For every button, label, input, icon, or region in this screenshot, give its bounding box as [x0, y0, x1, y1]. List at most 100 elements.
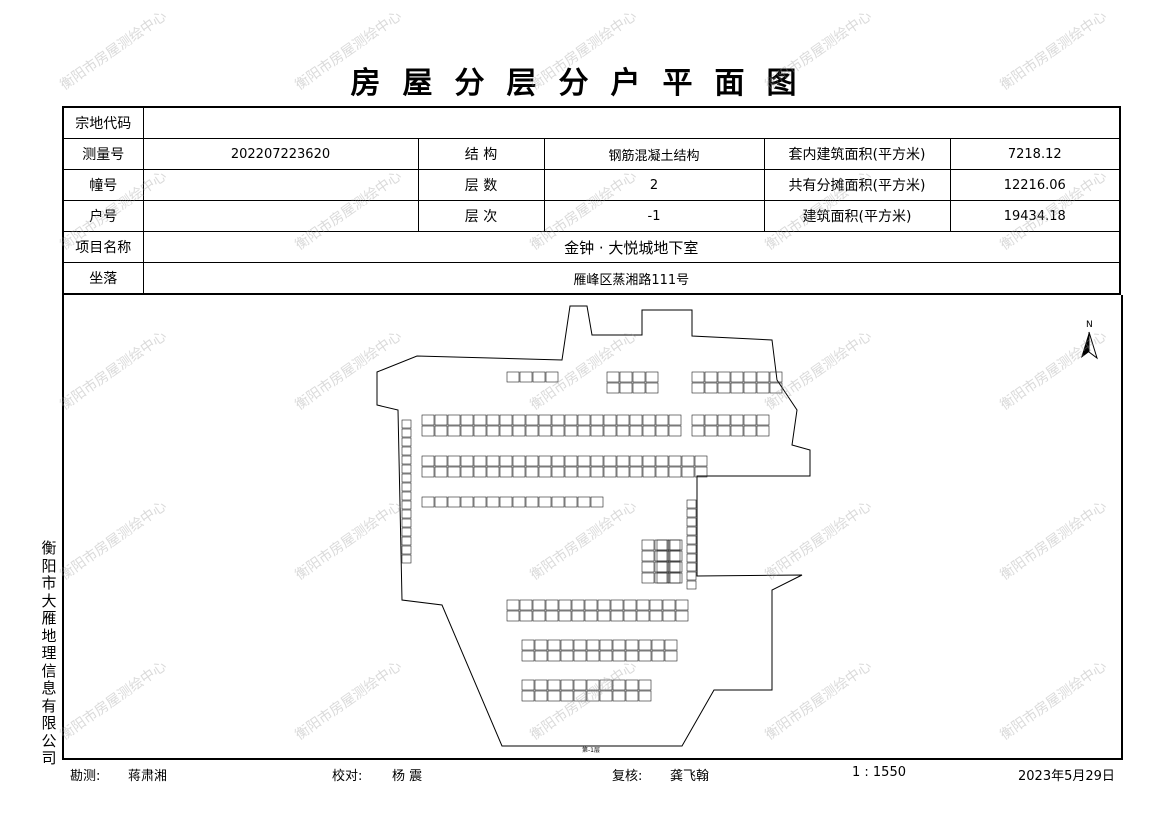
parking-stall [623, 599, 637, 611]
reviewer-name: 龚飞翰 [670, 769, 710, 784]
parking-stall [606, 371, 620, 383]
parking-stall [717, 371, 731, 383]
parking-stall [629, 425, 643, 437]
parking-stall [499, 455, 513, 467]
parking-stall [743, 382, 757, 394]
parking-stall [519, 599, 533, 611]
parking-stall [629, 466, 643, 478]
parking-stall [668, 466, 682, 478]
parking-stall [573, 679, 587, 691]
parking-stall [717, 414, 731, 426]
floor-level-label: 层 次 [417, 200, 545, 232]
parking-stall [756, 382, 770, 394]
parking-stall [512, 455, 526, 467]
parking-stall [521, 639, 535, 651]
parking-stall [599, 650, 613, 662]
parking-stall [656, 561, 670, 573]
parking-stall [632, 382, 646, 394]
unit-no-value [142, 200, 419, 232]
parking-stall [560, 639, 574, 651]
parking-stall [662, 610, 676, 622]
parking-stall [512, 496, 526, 508]
floor-plan-outline [376, 305, 811, 747]
parking-stall [421, 414, 435, 426]
parking-stall [619, 382, 633, 394]
parking-stall [434, 414, 448, 426]
parking-stall [421, 466, 435, 478]
parking-stall [506, 599, 520, 611]
table-row: 宗地代码 [62, 106, 1121, 139]
project-value: 金钟 · 大悦城地下室 [142, 231, 1121, 263]
parking-stall [691, 425, 705, 437]
parking-stall [460, 466, 474, 478]
parking-stall [545, 610, 559, 622]
parking-stall [656, 550, 670, 562]
parking-stall [521, 679, 535, 691]
floor-level-value: -1 [543, 200, 765, 232]
parking-stall [558, 599, 572, 611]
floors-label: 层 数 [417, 169, 545, 201]
parking-stall [584, 610, 598, 622]
parking-stall [560, 690, 574, 702]
parking-stall [649, 599, 663, 611]
unit-no-label: 户号 [62, 200, 144, 232]
parking-stall [717, 382, 731, 394]
parking-stall [586, 639, 600, 651]
building-area-value: 19434.18 [949, 200, 1121, 232]
parking-stall [651, 639, 665, 651]
parking-stall [645, 371, 659, 383]
parking-stall [616, 414, 630, 426]
parking-stall [686, 508, 697, 518]
shared-area-label: 共有分摊面积(平方米) [763, 169, 951, 201]
parking-stall [590, 466, 604, 478]
shared-area-value: 12216.06 [949, 169, 1121, 201]
parking-stall [545, 371, 559, 383]
parking-stall [401, 518, 412, 528]
parking-stall [538, 455, 552, 467]
parking-stall [473, 414, 487, 426]
parking-stall [545, 599, 559, 611]
reviewer-label: 复核: [612, 769, 643, 784]
parking-stall [401, 527, 412, 537]
parking-stall [686, 562, 697, 572]
parking-stall [434, 425, 448, 437]
parking-stall [547, 639, 561, 651]
parking-stall [675, 599, 689, 611]
parking-stall [730, 371, 744, 383]
parking-stall [603, 466, 617, 478]
checker-name: 杨 震 [392, 769, 423, 784]
inner-area-value: 7218.12 [949, 138, 1121, 170]
parking-stall [447, 466, 461, 478]
parking-stall [686, 526, 697, 536]
parking-stall [632, 371, 646, 383]
parking-stall [534, 679, 548, 691]
parking-stall [756, 425, 770, 437]
parking-stall [519, 371, 533, 383]
parking-stall [599, 679, 613, 691]
parking-stall [532, 371, 546, 383]
parking-stall [769, 382, 783, 394]
parking-stall [625, 650, 639, 662]
table-row: 坐落雁峰区蒸湘路111号 [62, 262, 1121, 295]
floor-plan: N 第-1层 [376, 305, 1098, 754]
parking-stall [641, 539, 655, 551]
page-title: 房屋分层分户平面图 [350, 66, 819, 101]
parking-stall [473, 466, 487, 478]
parking-stall [534, 690, 548, 702]
checker-label: 校对: [332, 769, 363, 784]
parking-stall [636, 610, 650, 622]
parking-stall [619, 371, 633, 383]
parking-stall [656, 572, 670, 584]
parking-stall [560, 679, 574, 691]
structure-value: 钢筋混凝土结构 [543, 138, 765, 170]
parking-stall [547, 690, 561, 702]
parking-stall [625, 690, 639, 702]
parking-stall [730, 414, 744, 426]
parking-stall [704, 414, 718, 426]
parking-stall [447, 496, 461, 508]
parking-stall [460, 425, 474, 437]
parking-stall [641, 550, 655, 562]
parking-stall [681, 455, 695, 467]
surveyor-name: 蒋肃湘 [128, 769, 168, 784]
